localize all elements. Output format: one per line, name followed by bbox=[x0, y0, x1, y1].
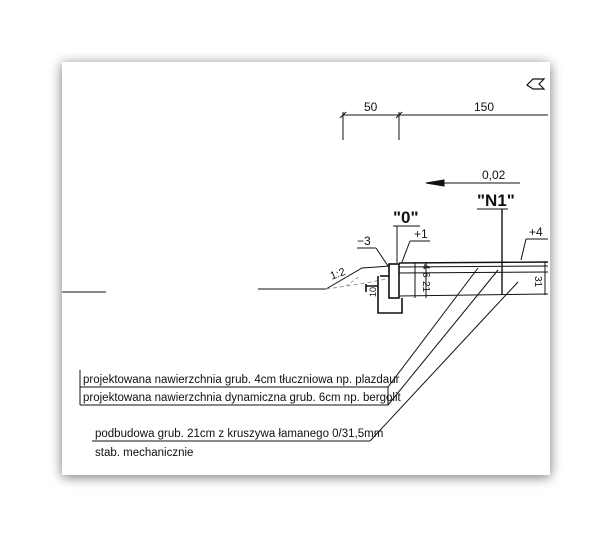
level-plus4-leader bbox=[520, 238, 527, 261]
marker-zero-label: "0" bbox=[393, 208, 419, 227]
slope-value-label: 0,02 bbox=[482, 168, 506, 182]
layer-thickness-6: 6 bbox=[420, 272, 431, 278]
dimension-line bbox=[339, 111, 548, 140]
note-2: projektowana nawierzchnia dynamiczna gru… bbox=[79, 387, 402, 406]
dimension-50-label: 50 bbox=[364, 100, 378, 114]
level-plus1-leader bbox=[401, 240, 411, 263]
note-1: projektowana nawierzchnia grub. 4cm tłuc… bbox=[79, 370, 400, 388]
note-2-text: projektowana nawierzchnia dynamiczna gru… bbox=[83, 392, 402, 404]
level-minus3-leader bbox=[375, 247, 389, 267]
layer-thickness-21: 21 bbox=[420, 281, 431, 293]
note-4-text: stab. mechanicznie bbox=[95, 447, 193, 459]
slope-ratio-label: 1:2 bbox=[329, 266, 347, 283]
note-3-text: podbudowa grub. 21cm z kruszywa łamanego… bbox=[95, 428, 383, 440]
dimension-150-label: 150 bbox=[474, 100, 494, 114]
marker-n1-label: "N1" bbox=[477, 191, 515, 210]
curb-small-label: 10 bbox=[368, 287, 378, 297]
note-1-text: projektowana nawierzchnia grub. 4cm tłuc… bbox=[83, 374, 400, 386]
level-plus4-label: +4 bbox=[529, 225, 543, 239]
embankment-slope bbox=[325, 265, 391, 290]
paper-sheet bbox=[62, 62, 550, 475]
north-arrow-icon bbox=[526, 78, 546, 90]
note-3: podbudowa grub. 21cm z kruszywa łamanego… bbox=[92, 428, 383, 459]
layer-thickness-31: 31 bbox=[532, 276, 543, 288]
note-leaders bbox=[369, 267, 519, 442]
level-minus3-label: −3 bbox=[357, 234, 371, 248]
slope-arrow bbox=[425, 179, 520, 187]
curb bbox=[365, 263, 403, 314]
pavement-layers bbox=[398, 261, 549, 298]
level-plus1-label: +1 bbox=[414, 227, 428, 241]
layer-thickness-4: 4 bbox=[420, 264, 431, 270]
